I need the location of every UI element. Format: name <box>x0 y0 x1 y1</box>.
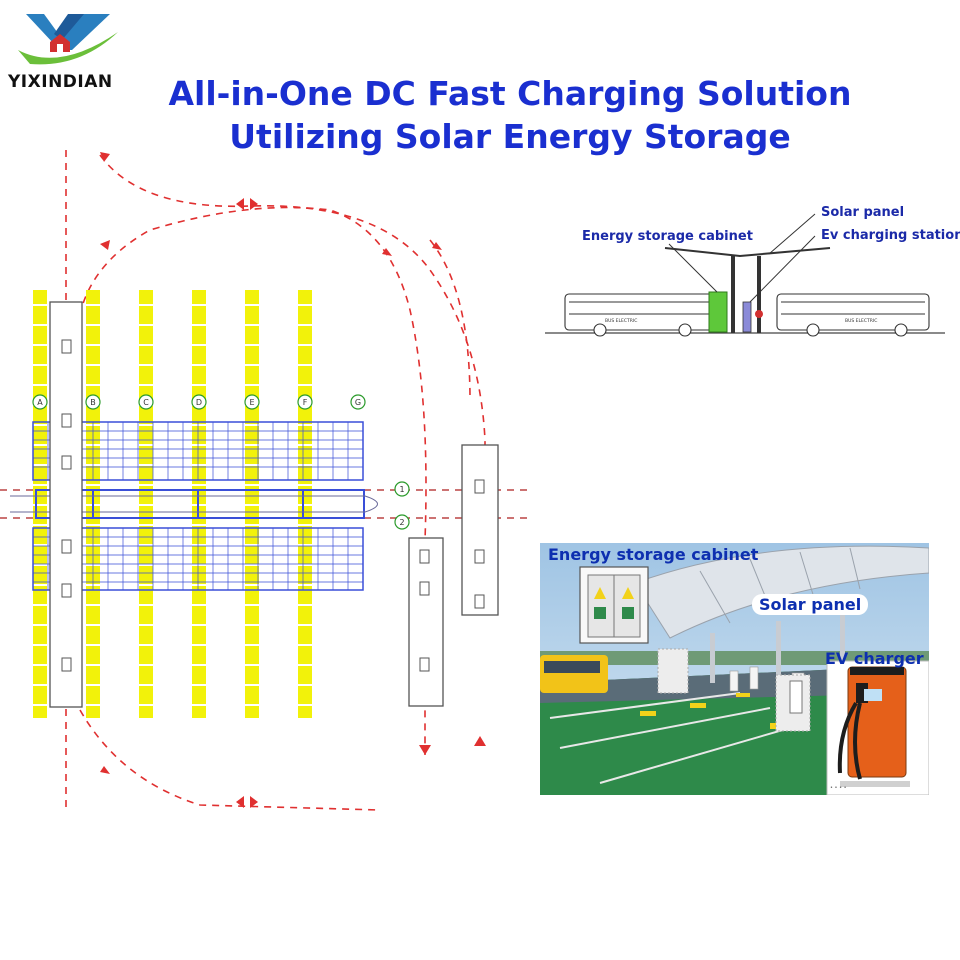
brand-name: YIXINDIAN <box>8 72 113 92</box>
grid-row-label: 1 <box>399 485 404 494</box>
storage-cabinet-shape <box>708 291 728 333</box>
callout-solar-panel: Solar panel <box>821 205 905 220</box>
bus-right-text: BUS ELECTRIC <box>845 318 877 324</box>
parking-bay-dividers <box>33 304 312 706</box>
solar-canopy-grid <box>32 421 365 591</box>
callout-ev-charging-station: Ev charging station <box>821 228 960 243</box>
photo-label-solar-panel: Solar panel <box>752 594 869 615</box>
photo-label-energy-storage-cabinet: Energy storage cabinet <box>548 545 759 564</box>
grid-col-label: A <box>37 398 43 407</box>
elevation-diagram: BUS ELECTRIC BUS ELECTRIC <box>545 213 945 337</box>
bus-right <box>776 293 930 337</box>
grid-col-label: D <box>196 398 202 407</box>
central-aisle <box>10 495 378 513</box>
grid-col-label: E <box>249 398 254 407</box>
grid-col-label: F <box>303 398 308 407</box>
page-title: All-in-One DC Fast Charging Solution <box>168 74 852 113</box>
yx-logo-icon <box>18 14 118 65</box>
page-subtitle: Utilizing Solar Energy Storage <box>229 117 791 156</box>
bus-photo <box>540 655 608 693</box>
photo-label-ev-charger: EV charger <box>825 649 924 668</box>
callout-energy-storage-cabinet: Energy storage cabinet <box>582 229 753 244</box>
grid-row-label: 2 <box>399 518 404 527</box>
route-arrows <box>100 152 486 808</box>
bus-left-text: BUS ELECTRIC <box>605 318 637 324</box>
building-blocks <box>49 301 499 708</box>
charger-shape <box>742 301 752 333</box>
grid-col-label: G <box>355 398 361 407</box>
charging-station-photo: • • • • <box>540 543 929 795</box>
grid-axis-bubbles <box>32 394 410 530</box>
grid-col-label: C <box>143 398 149 407</box>
grid-col-label: B <box>90 398 96 407</box>
bus-left <box>564 293 716 337</box>
svg-text:• • • •: • • • • <box>830 785 847 791</box>
site-plan-drawing: A B C D E F G 1 2 <box>0 150 530 812</box>
